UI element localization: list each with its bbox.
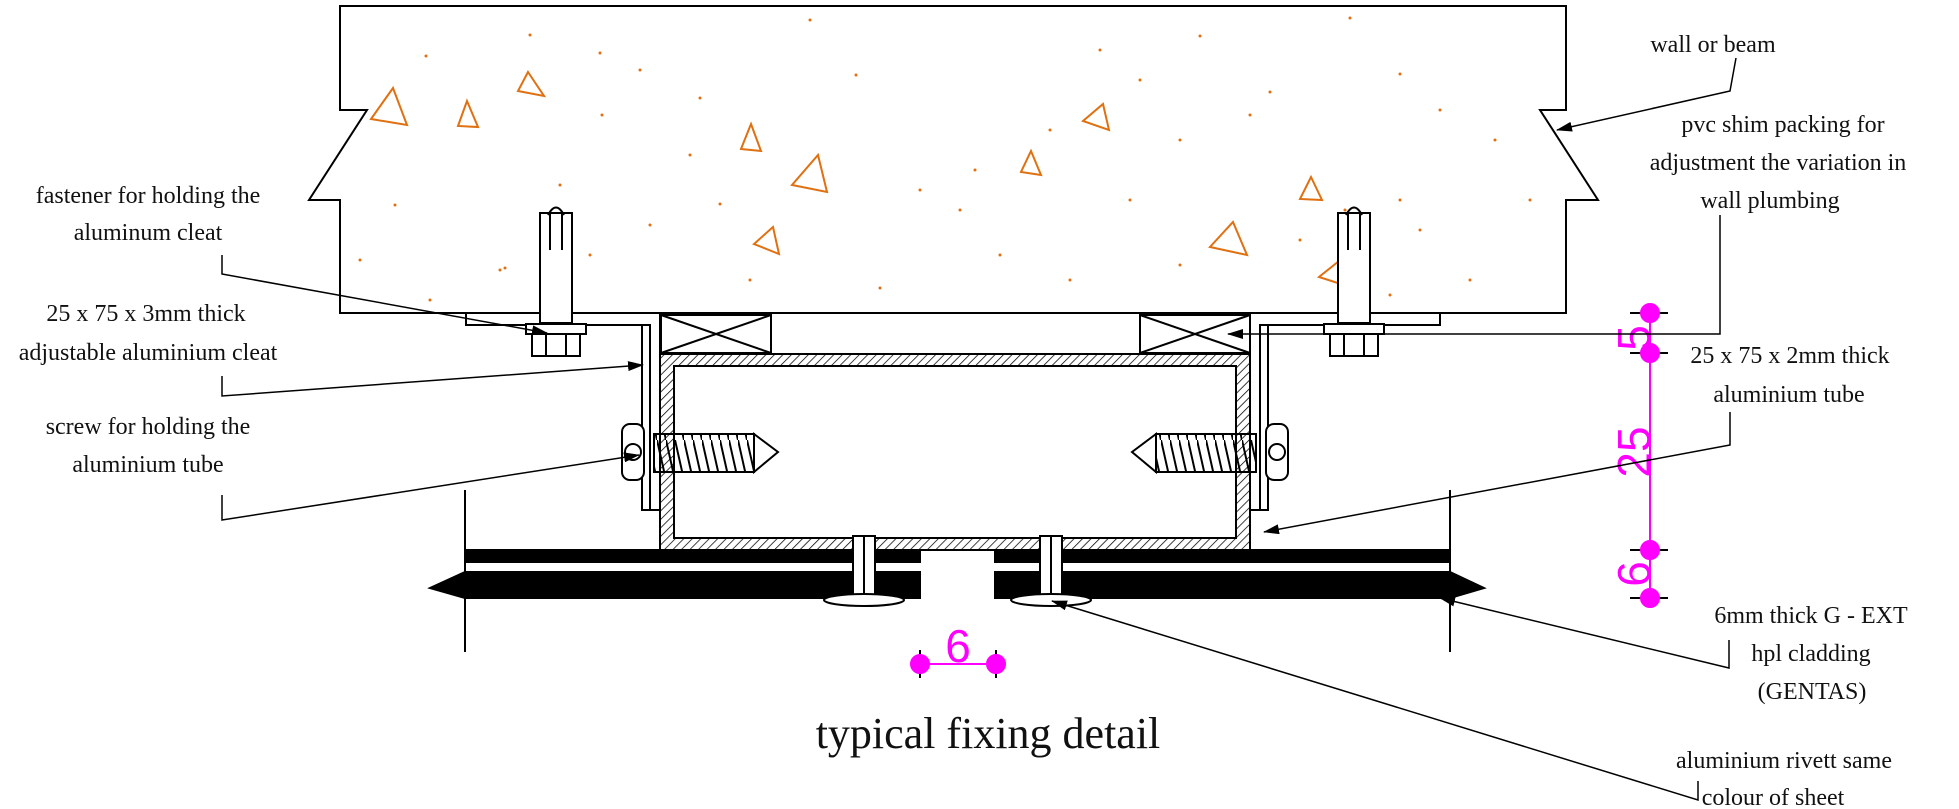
label-cleat-line-1: 25 x 75 x 3mm thick [46, 301, 245, 327]
label-shim-line-2: adjustment the variation in [1650, 150, 1907, 176]
pvc-shim-left [660, 314, 772, 354]
label-fastener: fastener for holding the aluminum cleat [36, 183, 261, 246]
label-shim-line-3: wall plumbing [1700, 188, 1839, 214]
label-tube: 25 x 75 x 2mm thick aluminium tube [1690, 343, 1889, 408]
label-rivet-line-2: colour of sheet [1702, 785, 1845, 809]
svg-text:wall or beam: wall or beam [1650, 32, 1776, 58]
label-screw-line-2: aluminium tube [72, 452, 223, 478]
label-fastener-line-1: fastener for holding the [36, 183, 261, 209]
rivet-left [823, 535, 905, 607]
leader-lines [221, 57, 1737, 802]
hpl-cladding-left [427, 490, 921, 652]
drawing-title: typical fixing detail [816, 709, 1161, 758]
dimension-vertical [1630, 303, 1668, 608]
label-cleat-line-2: adjustable aluminium cleat [19, 340, 278, 366]
wall-or-beam [307, 5, 1600, 314]
screw-left [621, 423, 780, 481]
label-rivet: aluminium rivett same colour of sheet [1676, 748, 1892, 809]
label-cladding: 6mm thick G - EXT hpl cladding (GENTAS) [1714, 603, 1908, 705]
dim-tube: 25 [1608, 426, 1660, 477]
label-rivet-line-1: aluminium rivett same [1676, 748, 1892, 774]
dim-gap: 6 [945, 620, 971, 672]
dim-panel: 6 [1608, 561, 1660, 587]
label-cladding-line-2: hpl cladding [1751, 641, 1870, 667]
concrete-dots [358, 16, 1532, 302]
rivet-right [1010, 535, 1092, 607]
fastener-right [1323, 206, 1385, 357]
dim-shim: 5 [1608, 325, 1660, 351]
label-fastener-line-2: aluminum cleat [74, 220, 223, 246]
label-screw-line-1: screw for holding the [46, 414, 251, 440]
label-screw: screw for holding the aluminium tube [46, 414, 251, 478]
label-shim-line-1: pvc shim packing for [1681, 112, 1884, 138]
screw-right [1130, 423, 1289, 481]
concrete-aggregate [369, 70, 1352, 289]
label-shim: pvc shim packing for adjustment the vari… [1650, 112, 1907, 214]
label-cladding-line-3: (GENTAS) [1758, 679, 1867, 705]
label-tube-line-2: aluminium tube [1713, 382, 1864, 408]
label-cladding-line-1: 6mm thick G - EXT [1714, 603, 1908, 629]
label-cleat: 25 x 75 x 3mm thick adjustable aluminium… [19, 301, 278, 366]
hpl-cladding-right [994, 490, 1487, 652]
dimension-gap [910, 650, 1006, 678]
label-tube-line-1: 25 x 75 x 2mm thick [1690, 343, 1889, 369]
label-wall: wall or beam [1650, 32, 1776, 58]
fastener-left [525, 206, 587, 357]
